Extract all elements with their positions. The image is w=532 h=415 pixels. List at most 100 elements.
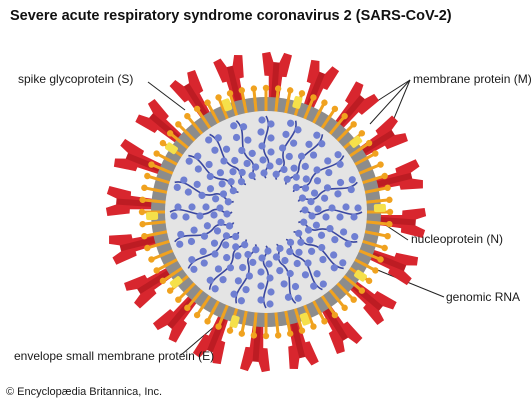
nucleoprotein	[238, 146, 246, 155]
nucleoprotein	[295, 229, 303, 237]
nucleoprotein	[328, 204, 336, 212]
membrane-protein	[141, 184, 169, 194]
nucleoprotein	[223, 254, 231, 262]
membrane-protein	[148, 248, 175, 263]
membrane-protein	[148, 161, 175, 176]
nucleoprotein	[313, 131, 321, 139]
nucleoprotein	[319, 255, 327, 264]
nucleoprotein	[211, 146, 219, 154]
nucleoprotein	[205, 160, 213, 169]
nucleoprotein	[251, 163, 260, 171]
spike-glycoprotein	[356, 115, 408, 158]
membrane-protein	[238, 309, 248, 337]
membrane-protein	[361, 172, 388, 185]
membrane-protein	[328, 112, 348, 136]
envelope-protein	[229, 315, 240, 328]
nucleoprotein	[318, 140, 326, 148]
nucleoprotein	[309, 151, 318, 159]
nucleoprotein	[252, 246, 260, 254]
envelope-protein	[299, 312, 311, 326]
nucleoprotein	[285, 152, 293, 161]
spike-glycoprotein	[320, 302, 363, 354]
nucleoprotein	[199, 247, 207, 256]
spike-glycoprotein	[262, 51, 292, 103]
membrane-protein	[141, 230, 169, 240]
membrane-protein	[139, 196, 167, 204]
membrane-protein	[365, 220, 393, 228]
spike-glycoprotein	[124, 266, 176, 309]
nucleoprotein	[301, 206, 309, 214]
nucleoprotein	[244, 136, 252, 144]
rna-strand	[293, 229, 347, 272]
nucleoprotein	[257, 282, 265, 290]
membrane-protein	[363, 230, 391, 240]
nucleoprotein	[308, 212, 316, 220]
nucleoprotein	[291, 282, 300, 291]
nucleoprotein	[193, 180, 201, 188]
membrane-protein	[353, 150, 379, 167]
nucleoprotein	[307, 197, 315, 206]
membrane-protein	[328, 288, 348, 312]
nucleoprotein	[326, 224, 334, 233]
nucleoprotein	[244, 250, 252, 259]
membrane-protein	[175, 121, 197, 143]
rna-strand	[272, 119, 302, 181]
nucleoprotein	[237, 178, 246, 186]
nucleoprotein	[284, 293, 293, 301]
membrane-protein	[302, 303, 317, 330]
spike-glycoprotein	[169, 70, 212, 122]
nucleoprotein	[198, 191, 206, 200]
nucleoprotein	[339, 259, 347, 267]
nucleoprotein	[184, 188, 192, 196]
membrane-protein	[184, 288, 204, 312]
nucleoprotein	[248, 149, 256, 157]
membrane-protein	[311, 299, 328, 325]
membrane-protein	[250, 85, 258, 113]
envelope-protein	[373, 203, 386, 213]
nucleoprotein	[203, 222, 211, 230]
nucleoprotein	[330, 251, 338, 259]
envelope-protein	[221, 98, 233, 112]
virus-interior	[165, 111, 367, 313]
nucleoprotein	[248, 171, 256, 180]
nucleoprotein	[336, 178, 345, 187]
nucleoprotein	[287, 119, 295, 127]
nucleoprotein	[325, 168, 333, 177]
nucleoprotein	[214, 134, 222, 142]
rna-strand	[297, 218, 359, 248]
spike-glycoprotein	[371, 159, 423, 191]
membrane-protein	[153, 150, 179, 167]
membrane-protein	[153, 257, 179, 274]
membrane-protein	[357, 248, 384, 263]
membrane-protein	[311, 99, 328, 125]
label-envelope-protein: envelope small membrane protein (E)	[14, 349, 215, 363]
membrane-protein	[353, 257, 379, 274]
nucleoprotein	[280, 165, 288, 174]
nucleoprotein	[276, 244, 284, 253]
spike-glycoprotein	[213, 55, 245, 107]
nucleoprotein	[323, 184, 332, 192]
nucleoprotein	[232, 243, 240, 251]
rna-strand	[206, 239, 249, 293]
nucleoprotein	[245, 272, 254, 280]
nucleoprotein	[229, 168, 237, 176]
nucleoprotein	[206, 276, 214, 284]
nucleoprotein	[174, 203, 182, 211]
nucleoprotein	[313, 270, 321, 278]
nucleoprotein	[310, 189, 319, 197]
spike-glycoprotein	[287, 317, 319, 369]
rna-strand	[169, 203, 233, 221]
diagram-title: Severe acute respiratory syndrome corona…	[10, 8, 452, 24]
nucleoprotein	[306, 236, 314, 244]
rna-strand	[173, 176, 235, 206]
nucleoprotein	[257, 296, 265, 304]
nucleoprotein	[190, 226, 198, 234]
nucleoprotein	[216, 204, 224, 212]
nucleoprotein	[188, 256, 196, 264]
nucleoprotein	[267, 288, 275, 296]
nucleoprotein	[226, 264, 235, 272]
membrane-protein	[184, 112, 204, 136]
nucleoprotein	[239, 263, 247, 272]
nucleoprotein	[190, 265, 198, 273]
